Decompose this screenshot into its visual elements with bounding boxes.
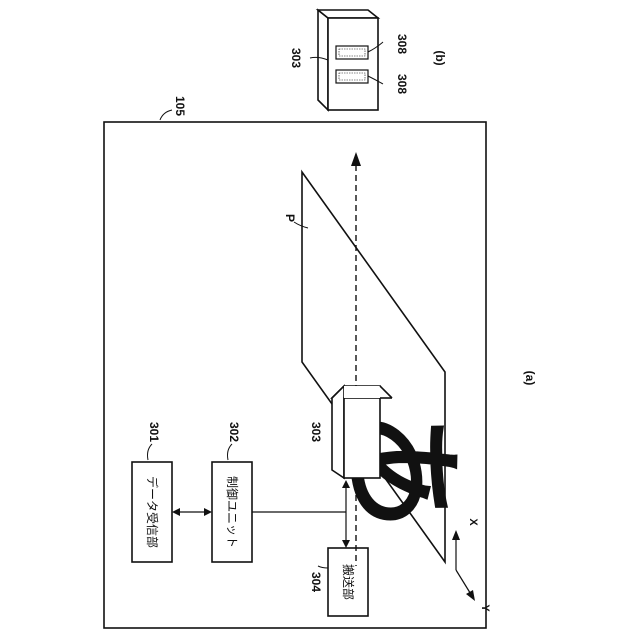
frame-leader <box>160 110 172 120</box>
paper-ref: P <box>283 214 297 222</box>
nozzle-ref-2: 308 <box>395 74 409 94</box>
head-detail-b <box>310 10 383 110</box>
transport-unit-ref: 304 <box>309 572 323 592</box>
head-ref-a: 303 <box>309 422 323 442</box>
transport-unit-label: 搬送部 <box>341 564 356 600</box>
data-receiver-ref: 301 <box>147 422 161 442</box>
part-a-label: (a) <box>523 371 537 386</box>
data-receiver-label: データ受信部 <box>145 476 160 548</box>
paper-leader <box>294 222 308 228</box>
axis-x-label: X <box>467 518 479 526</box>
frame-ref: 105 <box>173 96 187 116</box>
axis-y-label: Y <box>479 604 491 612</box>
nozzle-ref-1: 308 <box>395 34 409 54</box>
transport-arrowhead <box>351 152 361 166</box>
control-unit-ref: 302 <box>227 422 241 442</box>
axis-indicator <box>452 530 475 601</box>
part-b-label: (b) <box>433 50 447 65</box>
apparatus-frame <box>104 122 486 628</box>
head-ref-b: 303 <box>289 48 303 68</box>
control-unit-label: 制御ユニット <box>225 476 240 548</box>
